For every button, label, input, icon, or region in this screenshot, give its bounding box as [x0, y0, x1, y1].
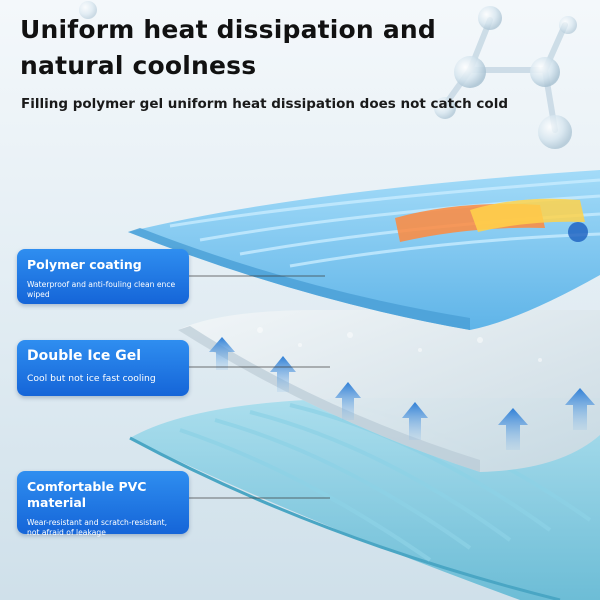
card-description: Wear-resistant and scratch-resistant, no… [27, 518, 168, 537]
card-description: Waterproof and anti-fouling clean ence w… [27, 280, 176, 299]
molecule-decoration [79, 1, 577, 149]
headline: Uniform heat dissipation and natural coo… [20, 15, 437, 80]
card-title: Double Ice Gel [27, 348, 142, 364]
card-title: Comfortable PVC material [27, 479, 147, 510]
subheadline: Filling polymer gel uniform heat dissipa… [21, 96, 508, 112]
heat-arrows [209, 337, 595, 450]
label-card-double-ice-gel: Double Ice Gel Cool but not ice fast coo… [17, 340, 189, 396]
label-card-pvc-material: Comfortable PVC material Wear-resistant … [17, 471, 189, 537]
card-description: Cool but not ice fast cooling [27, 373, 156, 384]
label-card-polymer-coating: Polymer coating Waterproof and anti-foul… [17, 249, 189, 304]
card-title: Polymer coating [27, 257, 142, 272]
polymer-coating-layer [128, 170, 600, 330]
gel-layer [178, 310, 600, 472]
